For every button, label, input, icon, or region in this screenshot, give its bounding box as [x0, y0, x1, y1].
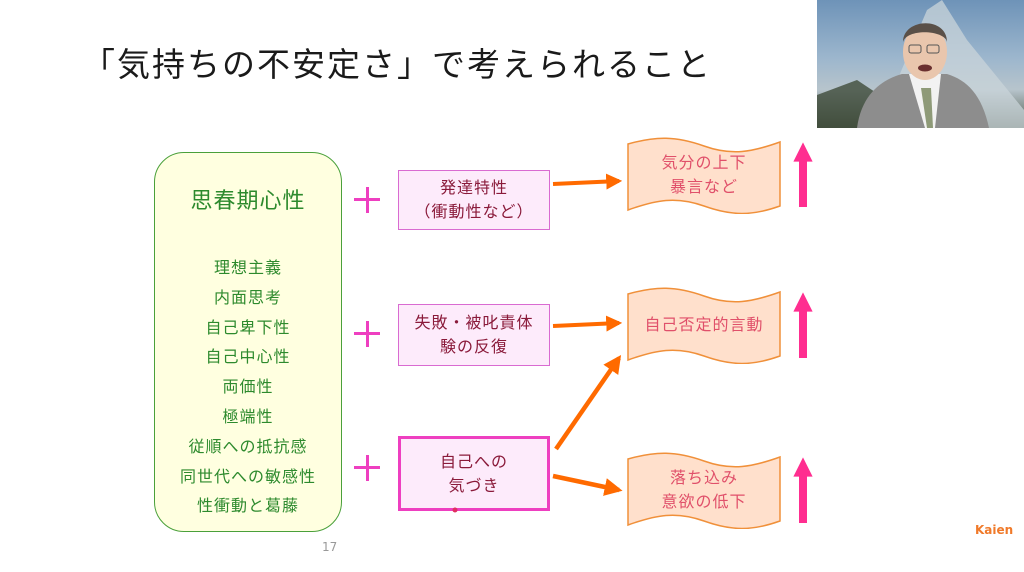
slide-title: 「気持ちの不安定さ」で考えられること [82, 45, 712, 84]
trait-item: 内面思考 [213, 287, 282, 307]
trait-item: 極端性 [222, 406, 274, 426]
orange-arrow [552, 315, 623, 332]
factor-line: 気づき [448, 475, 500, 495]
presenter-video-frame [817, 0, 1024, 128]
page-number: 17 [322, 540, 338, 554]
adolescent-psychology-box: 思春期心性 理想主義 内面思考 自己卑下性 自己中心性 両価性 極端性 従順への… [154, 152, 342, 532]
factor-line: 験の反復 [439, 337, 508, 356]
factor-line: （衝動性など） [414, 202, 534, 221]
outcome-line: 気分の上下 [661, 153, 747, 172]
factor-line: 自己への [439, 451, 508, 471]
trait-item: 自己卑下性 [205, 317, 291, 337]
adolescent-heading: 思春期心性 [190, 189, 306, 214]
factor-box-failure: 失敗・被叱責体 験の反復 [398, 304, 550, 366]
outcome-scroll-shape [627, 452, 781, 529]
kaien-logo: Kaien [975, 523, 1014, 537]
outcome-self-negation: 自己否定的言動 [626, 290, 782, 360]
plus-icon [354, 455, 380, 481]
orange-arrow [552, 173, 623, 190]
cursor-dot [452, 507, 458, 513]
factor-line: 失敗・被叱責体 [414, 313, 534, 332]
plus-icon [354, 187, 380, 213]
outcome-line: 意欲の低下 [661, 492, 747, 511]
trait-item: 性衝動と葛藤 [196, 496, 299, 516]
outcome-line: 暴言など [669, 177, 738, 196]
trait-item: 理想主義 [213, 258, 282, 277]
outcome-depression: 落ち込み 意欲の低下 [626, 455, 782, 525]
trait-item: 同世代への敏感性 [179, 466, 316, 486]
trait-item: 自己中心性 [205, 347, 291, 367]
presenter-video [817, 0, 1024, 128]
orange-arrow [554, 355, 622, 451]
outcome-line: 自己否定的言動 [644, 315, 764, 334]
factor-box-self-awareness: 自己への 気づき [398, 436, 550, 511]
adolescent-traits-list: 理想主義 内面思考 自己卑下性 自己中心性 両価性 極端性 従順への抵抗感 同世… [155, 253, 341, 521]
outcome-line: 落ち込み [669, 468, 738, 487]
orange-arrow [552, 473, 623, 496]
plus-icon [354, 321, 380, 347]
trait-item: 両価性 [222, 377, 274, 397]
outcome-scroll-shape [627, 137, 781, 214]
trait-item: 従順への抵抗感 [188, 436, 308, 456]
outcome-mood-swings: 気分の上下 暴言など [626, 140, 782, 210]
factor-box-developmental: 発達特性 （衝動性など） [398, 170, 550, 230]
outcome-scroll-shape [627, 287, 781, 364]
factor-line: 発達特性 [439, 178, 508, 197]
